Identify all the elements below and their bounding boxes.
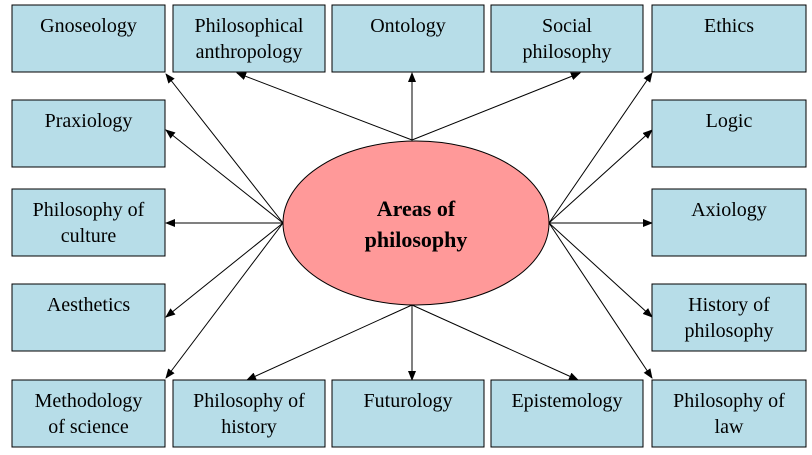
arrow-to-ethics [548, 72, 653, 224]
box-epistemology: Epistemology [490, 379, 644, 448]
arrow-to-aesthetics [165, 222, 284, 318]
box-rect [651, 283, 807, 352]
box-label: Logic [706, 110, 753, 132]
box-label: Philosophical [195, 15, 304, 37]
box-rect [172, 379, 326, 448]
box-rect [331, 4, 485, 73]
box-philosophical-anthropology: Philosophical anthropology [172, 4, 326, 73]
box-label: Methodology [35, 390, 143, 412]
box-methodology-of-science: Methodology of science [11, 379, 166, 448]
box-label: Gnoseology [40, 15, 137, 37]
box-axiology: Axiology [651, 188, 807, 257]
box-label: history [221, 416, 277, 438]
box-gnoseology: Gnoseology [11, 4, 166, 73]
arrow-to-logic [548, 129, 653, 224]
box-rect [490, 4, 644, 73]
box-futurology: Futurology [331, 379, 485, 448]
arrow-to-social-philosophy [411, 72, 581, 141]
center-label-line2: philosophy [365, 227, 468, 252]
box-social-philosophy: Social philosophy [490, 4, 644, 73]
box-rect [490, 379, 644, 448]
box-ontology: Ontology [331, 4, 485, 73]
center-ellipse [282, 140, 550, 306]
box-ethics: Ethics [651, 4, 807, 73]
box-label: Aesthetics [47, 294, 131, 316]
box-rect [172, 4, 326, 73]
box-philosophy-of-history: Philosophy of history [172, 379, 326, 448]
arrow-to-gnoseology [165, 73, 284, 224]
box-rect [651, 4, 807, 73]
box-label: Philosophy of [33, 199, 145, 221]
box-rect [651, 99, 807, 168]
box-philosophy-of-culture: Philosophy of culture [11, 188, 166, 257]
box-label: Epistemology [511, 390, 622, 412]
arrow-to-philosophy-of-history [246, 304, 413, 381]
box-rect [11, 4, 166, 73]
box-rect [331, 379, 485, 448]
box-rect [11, 379, 166, 448]
box-label: Axiology [691, 199, 767, 221]
box-label: History of [688, 294, 770, 316]
box-philosophy-of-law: Philosophy of law [651, 379, 807, 448]
box-label: Ethics [704, 15, 754, 37]
box-label: anthropology [196, 41, 303, 63]
box-label: law [715, 416, 744, 438]
box-label: philosophy [523, 41, 612, 63]
arrow-to-methodology-of-science [165, 222, 284, 379]
box-label: Philosophy of [193, 390, 305, 412]
box-logic: Logic [651, 99, 807, 168]
box-label: Futurology [364, 390, 453, 412]
arrow-to-philosophical-anthropology [236, 72, 413, 141]
box-praxiology: Praxiology [11, 99, 166, 168]
arrow-to-philosophy-of-law [548, 222, 653, 379]
center-label-line1: Areas of [377, 196, 456, 221]
box-label: philosophy [685, 320, 774, 342]
arrow-to-epistemology [411, 304, 579, 381]
box-label: Ontology [370, 15, 446, 37]
box-label: Praxiology [45, 110, 133, 132]
arrow-to-praxiology [165, 129, 284, 224]
box-rect [11, 283, 166, 352]
arrow-to-history-of-philosophy [548, 222, 653, 318]
box-aesthetics: Aesthetics [11, 283, 166, 352]
box-rect [651, 188, 807, 257]
box-label: Social [542, 15, 592, 37]
box-label: culture [61, 225, 117, 247]
box-label: of science [48, 416, 129, 438]
box-rect [651, 379, 807, 448]
box-rect [11, 188, 166, 257]
box-rect [11, 99, 166, 168]
box-label: Philosophy of [673, 390, 785, 412]
box-history-of-philosophy: History of philosophy [651, 283, 807, 352]
